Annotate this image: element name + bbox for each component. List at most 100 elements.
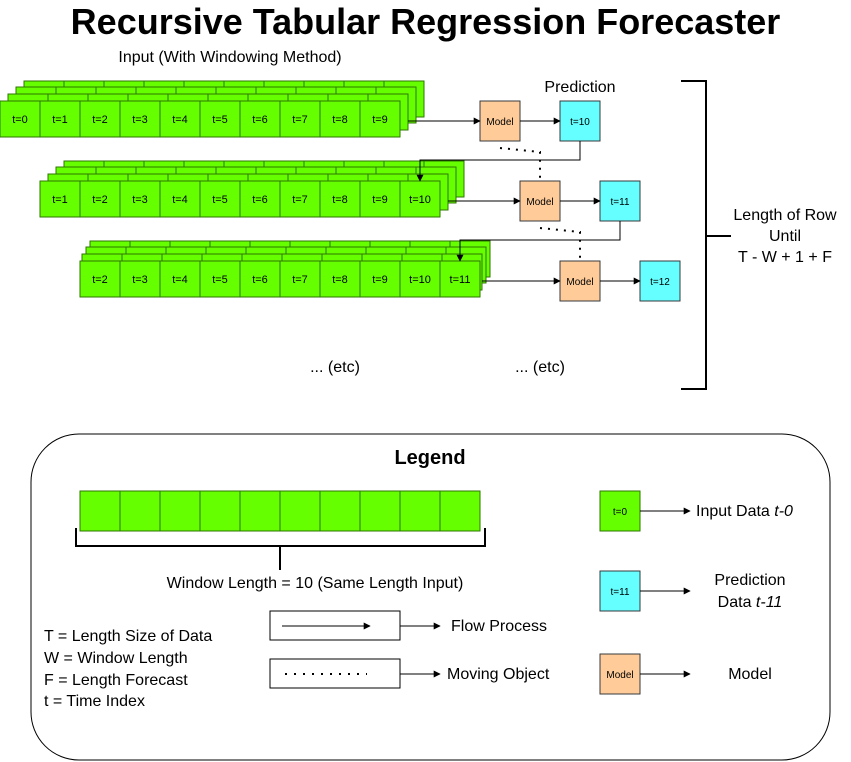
legend-window-cell [79, 490, 121, 532]
legend-window-cell [359, 490, 401, 532]
legend-window-cell [239, 490, 281, 532]
legend-window-cell [119, 490, 161, 532]
moving-object-label: Moving Object [447, 666, 550, 683]
brace-label-line3: T - W + 1 + F [738, 249, 832, 266]
input-cell [79, 260, 121, 298]
model-box [479, 100, 521, 142]
input-cell [319, 180, 361, 218]
legend-window-cell [319, 490, 361, 532]
input-cell [439, 260, 481, 298]
input-cell [359, 100, 401, 138]
input-cell [319, 100, 361, 138]
input-cell [199, 180, 241, 218]
legend-window-cell [279, 490, 321, 532]
input-cell-label: t=2 [92, 114, 108, 126]
input-cell-label: t=6 [252, 114, 268, 126]
window-length-label: Window Length = 10 (Same Length Input) [167, 575, 464, 592]
input-cell-label: t=4 [172, 274, 188, 286]
row-length-brace [681, 80, 731, 390]
input-cell-label: t=8 [332, 194, 348, 206]
legend-title: Legend [394, 447, 465, 469]
model-box-label: Model [566, 277, 593, 288]
prediction-box-label: t=12 [650, 277, 670, 288]
definition-t: T = Length Size of Data [44, 628, 212, 645]
legend-prediction-label-line1: Prediction [714, 572, 785, 589]
input-cell-label: t=9 [372, 194, 388, 206]
input-cell-label: t=5 [212, 194, 228, 206]
input-cell [79, 180, 121, 218]
page-title: Recursive Tabular Regression Forecaster [70, 1, 781, 42]
input-cell-label: t=6 [252, 274, 268, 286]
input-cell-label: t=3 [132, 194, 148, 206]
prediction-box-label: t=11 [611, 197, 630, 208]
input-cell-label: t=7 [292, 274, 308, 286]
legend-prediction-sample-label: t=11 [611, 587, 630, 598]
window-rows: 9t=0t=1t=2t=3t=4t=5t=6t=7t=8t=9Modelt=10… [0, 80, 681, 302]
input-cell [119, 180, 161, 218]
definition-time-index: t = Time Index [44, 693, 145, 710]
input-cell [0, 100, 41, 138]
legend-window-cell [199, 490, 241, 532]
input-cell [319, 260, 361, 298]
input-cell [239, 260, 281, 298]
input-cell-label: t=10 [409, 274, 431, 286]
legend-box [30, 433, 831, 761]
input-cell-label: t=11 [450, 274, 471, 286]
legend-model-sample-label: Model [606, 670, 633, 681]
input-cell [239, 180, 281, 218]
legend-window-cell [439, 490, 481, 532]
input-cell-label: t=9 [372, 274, 388, 286]
input-cell [279, 100, 321, 138]
flow-process-label: Flow Process [451, 618, 547, 635]
legend-window-cells [79, 490, 481, 532]
input-cell-label: t=10 [409, 194, 431, 206]
legend-window-cell [159, 490, 201, 532]
model-box-label: Model [526, 197, 553, 208]
legend-input-sample-label: t=0 [613, 507, 628, 518]
moving-object-path-2 [539, 227, 581, 261]
feedback-arrow-2 [456, 221, 621, 262]
input-caption: Input (With Windowing Method) [118, 49, 341, 66]
feedback-arrow-1 [416, 141, 581, 182]
input-cell-label: t=3 [132, 274, 148, 286]
model-box-label: Model [486, 117, 513, 128]
input-cell [119, 260, 161, 298]
input-cell-label: t=4 [172, 194, 188, 206]
input-cell-label: t=3 [132, 114, 148, 126]
input-cell [359, 180, 401, 218]
etc-left: ... (etc) [310, 359, 360, 376]
legend-input-sample [599, 490, 641, 532]
input-cell-label: t=1 [52, 114, 68, 126]
input-cell-label: t=5 [212, 114, 228, 126]
input-cell [399, 180, 441, 218]
legend-window-cell [399, 490, 441, 532]
input-cell-label: t=1 [52, 194, 68, 206]
prediction-box-label: t=10 [570, 117, 590, 128]
window-row-2: 0t=1t=2t=3t=4t=5t=6t=7t=8t=9t=10Modelt=1… [39, 160, 641, 222]
prediction-caption: Prediction [544, 79, 615, 96]
legend-model-label: Model [728, 666, 772, 683]
legend-input-data-label: Input Data t-0 [696, 503, 793, 520]
input-cell-label: t=0 [12, 114, 28, 126]
input-cell [359, 260, 401, 298]
input-cell-label: t=4 [172, 114, 188, 126]
input-cell-label: t=8 [332, 114, 348, 126]
input-cell-label: t=7 [292, 114, 308, 126]
brace-label-line1: Length of Row [733, 207, 837, 224]
moving-object-path-1 [499, 147, 541, 181]
prediction-box [639, 260, 681, 302]
input-cell [79, 100, 121, 138]
input-cell-label: t=7 [292, 194, 308, 206]
input-cell-label: t=5 [212, 274, 228, 286]
input-cell [279, 180, 321, 218]
window-length-brace [75, 528, 486, 570]
legend-prediction-sample [599, 570, 641, 612]
input-cell-label: t=8 [332, 274, 348, 286]
input-cell [159, 260, 201, 298]
legend-model-sample [599, 653, 641, 695]
input-cell [239, 100, 281, 138]
definition-f: F = Length Forecast [44, 672, 188, 689]
